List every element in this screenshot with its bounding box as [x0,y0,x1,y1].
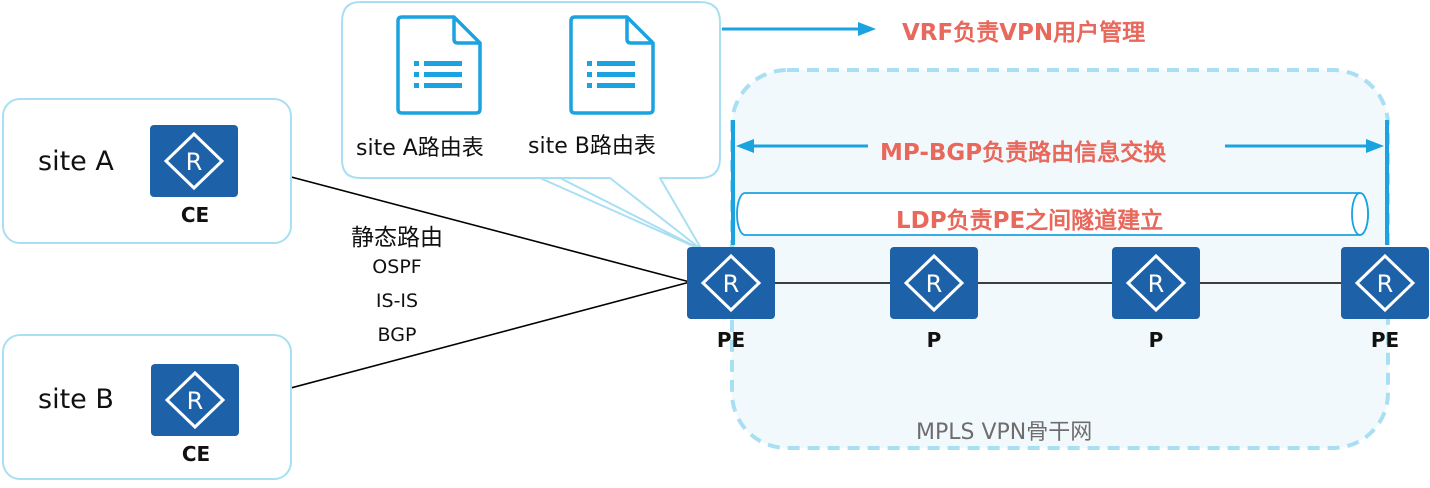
ldp-annotation: LDP负责PE之间隧道建立 [896,208,1164,234]
router-icon[interactable]: R [687,247,775,319]
router-symbol: R [926,270,943,298]
link-ceB-pe [237,281,691,403]
document-list-icon [396,15,482,115]
mp-bgp-arrowhead-left [736,139,754,153]
document-list-icon [569,15,655,115]
vrf-arrowhead [858,22,876,36]
site-b-box [2,334,292,480]
p-2-label: P [1148,328,1164,352]
router-symbol: R [1148,270,1165,298]
router-icon[interactable]: R [150,125,238,197]
mp-bgp-arrowhead-right [1366,139,1384,153]
site-a-box [2,98,292,244]
router-symbol: R [723,270,740,298]
site-b-label: site B [38,384,114,415]
protocol-isis: IS-IS [375,290,419,312]
site-a-label: site A [38,146,114,177]
pe-right-label: PE [1370,328,1400,352]
backbone-region [730,68,1390,450]
pe-left-label: PE [716,328,746,352]
link-ceA-pe [237,162,691,283]
router-icon[interactable]: R [1112,247,1200,319]
router-symbol: R [187,387,204,415]
router-icon[interactable]: R [151,364,239,436]
p-1-label: P [926,328,942,352]
vrf-annotation: VRF负责VPN用户管理 [902,20,1146,46]
backbone-label: MPLS VPN骨干网 [916,420,1093,445]
router-icon[interactable]: R [1341,247,1429,319]
router-symbol: R [186,148,203,176]
ce-b-label: CE [181,442,211,466]
router-icon[interactable]: R [890,247,978,319]
protocol-bgp: BGP [377,324,417,346]
site-b-routing-table-label: site B路由表 [528,134,656,159]
ldp-tunnel-end [1351,192,1369,236]
mp-bgp-annotation: MP-BGP负责路由信息交换 [880,140,1167,166]
router-symbol: R [1377,270,1394,298]
ce-a-label: CE [180,203,210,227]
protocol-ospf: OSPF [372,256,422,278]
protocol-static: 静态路由 [351,225,443,251]
site-a-routing-table-label: site A路由表 [356,136,484,161]
